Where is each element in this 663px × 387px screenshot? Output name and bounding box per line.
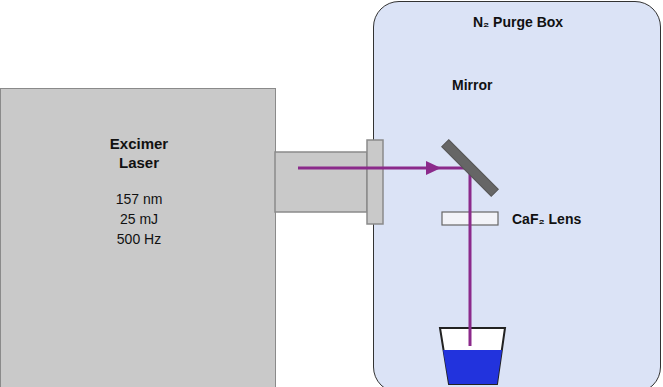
tube-flange: [367, 140, 383, 224]
beaker: [440, 328, 505, 384]
part-label: Mirror: [452, 77, 492, 93]
mirror: [441, 139, 498, 196]
laser-housing: Excimer Laser 157 nm 25 mJ 500 Hz: [0, 88, 276, 387]
part-label: CaF₂ Lens: [512, 211, 581, 227]
laser-beam: [298, 168, 470, 346]
purge-box: N₂ Purge Box: [373, 1, 661, 387]
beam-arrowhead: [426, 161, 441, 175]
spec-value: 25 mJ: [120, 211, 158, 229]
output-tube: [275, 152, 367, 212]
sample-liquid: [443, 350, 502, 384]
spec-value: 500 Hz: [117, 231, 161, 249]
spec-value: 157 nm: [116, 191, 163, 209]
box-title: N₂ Purge Box: [473, 14, 563, 32]
device-name: Excimer Laser: [99, 135, 179, 173]
